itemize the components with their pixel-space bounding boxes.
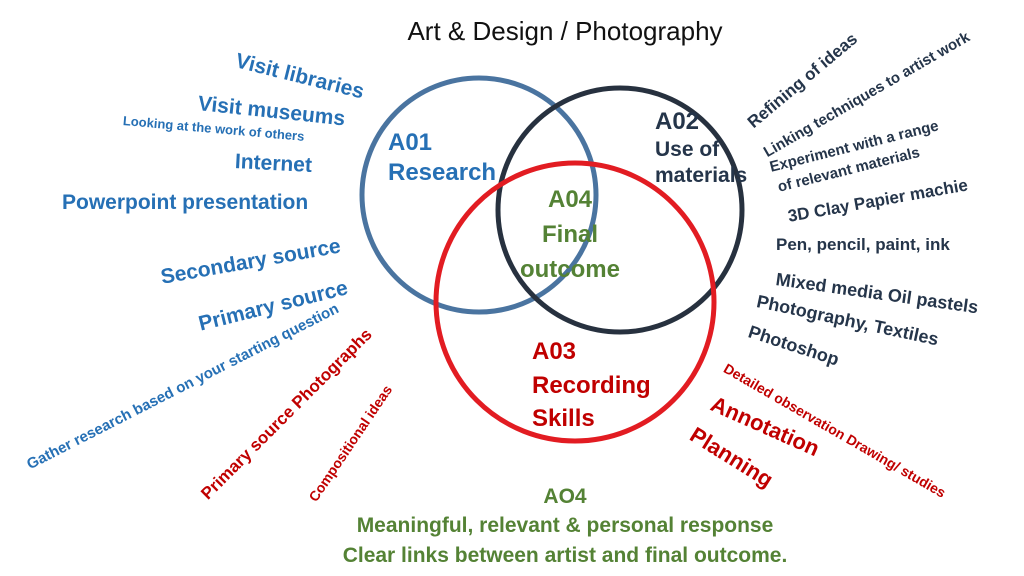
ao4-name-line2: outcome — [519, 255, 620, 283]
ao2-name-line2: materials — [655, 164, 748, 188]
ao4-summary-line2: Clear links between artist and final out… — [342, 543, 788, 567]
ao2-name-line1: Use of — [655, 138, 720, 161]
ao4-code: A04 — [547, 186, 593, 213]
ao3-label: A03 Recording Skills — [532, 335, 651, 436]
ao4-summary: AO4 Meaningful, relevant & personal resp… — [0, 482, 1024, 570]
ao2-code: A02 — [655, 108, 700, 135]
ao4-summary-line1: Meaningful, relevant & personal response — [356, 514, 774, 538]
ao4-name-line1: Final — [541, 220, 598, 248]
ao3-circle — [433, 160, 717, 444]
term-internet: Internet — [234, 150, 313, 178]
term-powerpoint: Powerpoint presentation — [62, 191, 309, 214]
ao4-label: A04 Final outcome — [514, 183, 626, 287]
ao3-name-line2: Skills — [532, 405, 595, 433]
ao1-code: A01 — [388, 129, 433, 156]
ao3-name-line1: Recording — [532, 371, 651, 399]
page-title: Art & Design / Photography — [407, 16, 723, 46]
ao1-circle — [359, 75, 599, 315]
ao4-summary-heading: AO4 — [543, 485, 587, 508]
ao1-label: A01 Research — [388, 128, 496, 188]
ao1-name: Research — [388, 159, 497, 186]
ao2-circle — [495, 85, 745, 335]
ao2-label: A02 Use of materials — [655, 107, 747, 190]
ao3-code: A03 — [532, 338, 577, 365]
term-pen-pencil: Pen, pencil, paint, ink — [776, 235, 950, 254]
